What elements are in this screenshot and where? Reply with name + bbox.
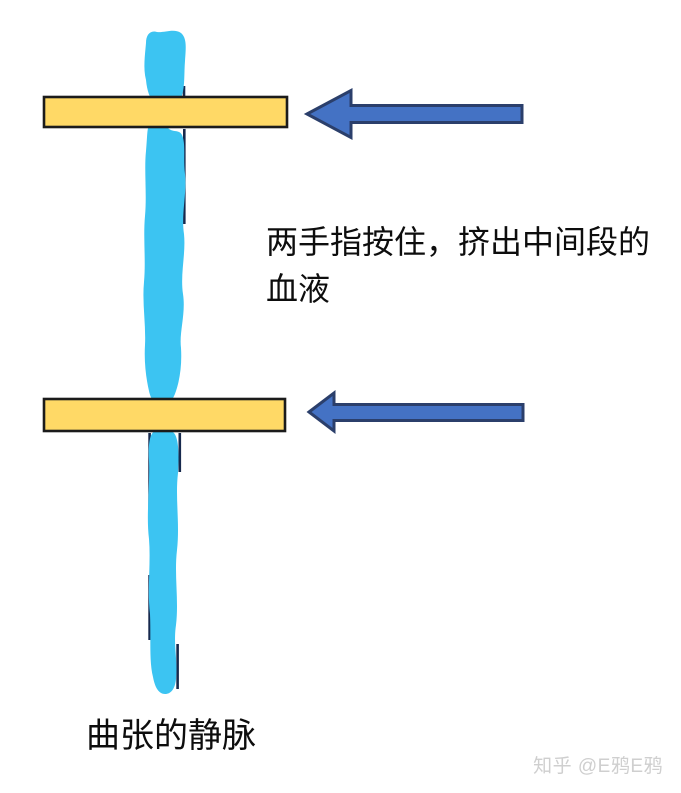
press-arrow-top <box>303 87 524 141</box>
finger-press-bar-bottom <box>42 397 287 433</box>
press-arrow-bottom <box>306 389 525 435</box>
watermark: 知乎 @E鸦E鸦 <box>533 756 663 777</box>
vein-middle-segment <box>143 128 186 407</box>
vein-lower-segment <box>147 429 179 694</box>
vein-label: 曲张的静脉 <box>86 717 256 755</box>
finger-press-bar-top <box>42 95 289 129</box>
vein-upper-segment <box>144 30 186 104</box>
annotation-text: 两手指按住，挤出中间段的 血液 <box>266 224 651 307</box>
